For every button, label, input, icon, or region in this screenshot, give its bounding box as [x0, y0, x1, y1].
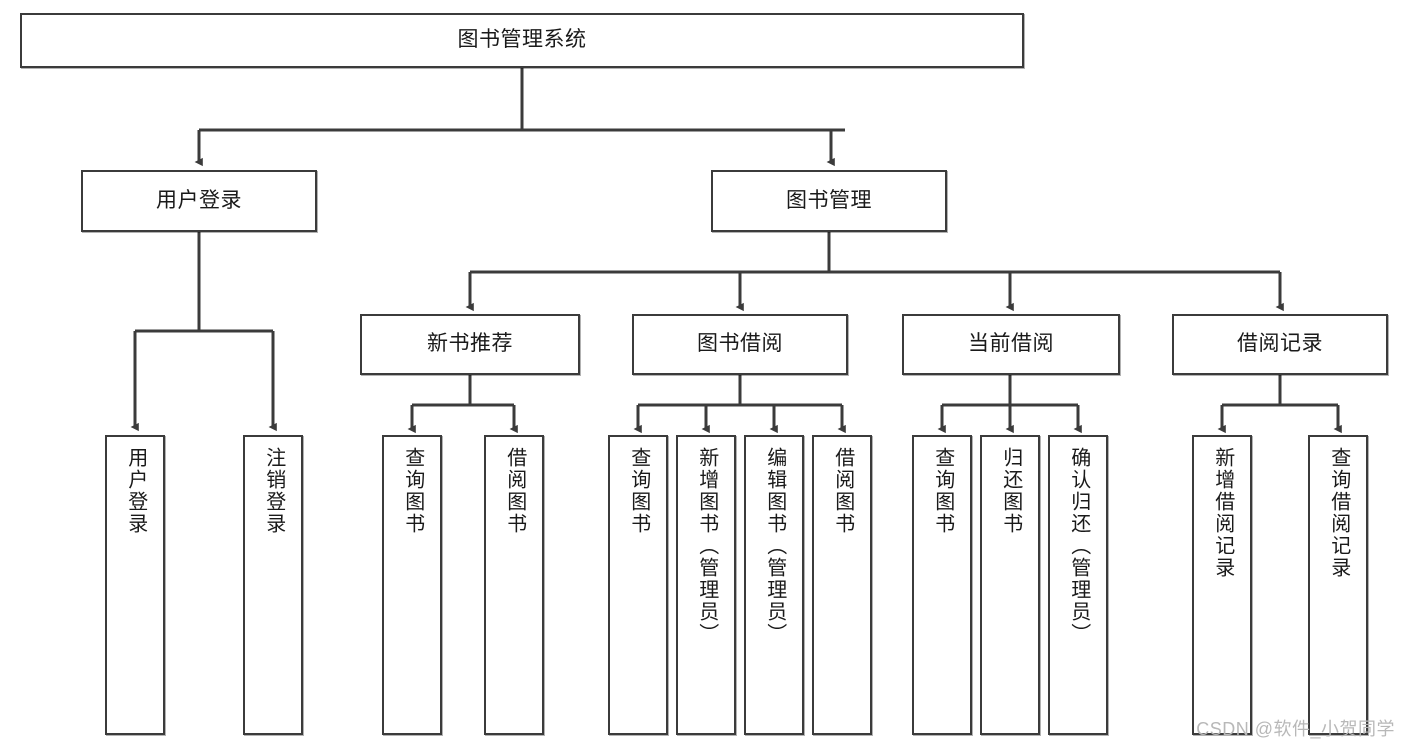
node-leaf-user-login[interactable]: 用户登录	[105, 435, 165, 735]
node-label: 借阅记录	[1237, 332, 1323, 356]
node-label: 确认归还（管理员）	[1067, 447, 1090, 645]
node-label: 借阅图书	[503, 447, 526, 535]
node-label: 归还图书	[999, 447, 1022, 535]
node-leaf-add-borrow-record[interactable]: 新增借阅记录	[1192, 435, 1252, 735]
node-leaf-add-book-admin[interactable]: 新增图书（管理员）	[676, 435, 736, 735]
node-label: 新增借阅记录	[1211, 447, 1234, 579]
node-label: 图书管理系统	[457, 28, 587, 52]
node-user-login[interactable]: 用户登录	[81, 170, 317, 232]
node-leaf-query-book-new-rec[interactable]: 查询图书	[382, 435, 442, 735]
node-leaf-query-book-current[interactable]: 查询图书	[912, 435, 972, 735]
node-current-borrow[interactable]: 当前借阅	[902, 314, 1120, 375]
node-leaf-confirm-return-admin[interactable]: 确认归还（管理员）	[1048, 435, 1108, 735]
node-leaf-return-book[interactable]: 归还图书	[980, 435, 1040, 735]
node-label: 查询图书	[931, 447, 954, 535]
node-borrow-record[interactable]: 借阅记录	[1172, 314, 1388, 375]
node-label: 编辑图书（管理员）	[763, 447, 786, 645]
node-label: 用户登录	[156, 188, 242, 212]
node-label: 新书推荐	[427, 332, 513, 356]
node-leaf-edit-book-admin[interactable]: 编辑图书（管理员）	[744, 435, 804, 735]
node-label: 新增图书（管理员）	[695, 447, 718, 645]
node-label: 图书管理	[786, 188, 872, 212]
node-root-library-management-system[interactable]: 图书管理系统	[20, 13, 1024, 68]
node-book-manage[interactable]: 图书管理	[711, 170, 947, 232]
node-leaf-query-book-borrow[interactable]: 查询图书	[608, 435, 668, 735]
node-leaf-logout[interactable]: 注销登录	[243, 435, 303, 735]
node-label: 用户登录	[124, 447, 147, 535]
node-label: 当前借阅	[968, 332, 1054, 356]
csdn-watermark: CSDN @软件_小贺同学	[1196, 719, 1395, 739]
node-leaf-borrow-book-new-rec[interactable]: 借阅图书	[484, 435, 544, 735]
node-book-borrow[interactable]: 图书借阅	[632, 314, 848, 375]
node-leaf-query-borrow-record[interactable]: 查询借阅记录	[1308, 435, 1368, 735]
node-label: 查询借阅记录	[1327, 447, 1350, 579]
node-label: 查询图书	[627, 447, 650, 535]
node-label: 注销登录	[262, 447, 285, 535]
node-label: 查询图书	[401, 447, 424, 535]
node-leaf-borrow-book[interactable]: 借阅图书	[812, 435, 872, 735]
node-new-book-recommendation[interactable]: 新书推荐	[360, 314, 580, 375]
node-label: 图书借阅	[697, 332, 783, 356]
node-label: 借阅图书	[831, 447, 854, 535]
